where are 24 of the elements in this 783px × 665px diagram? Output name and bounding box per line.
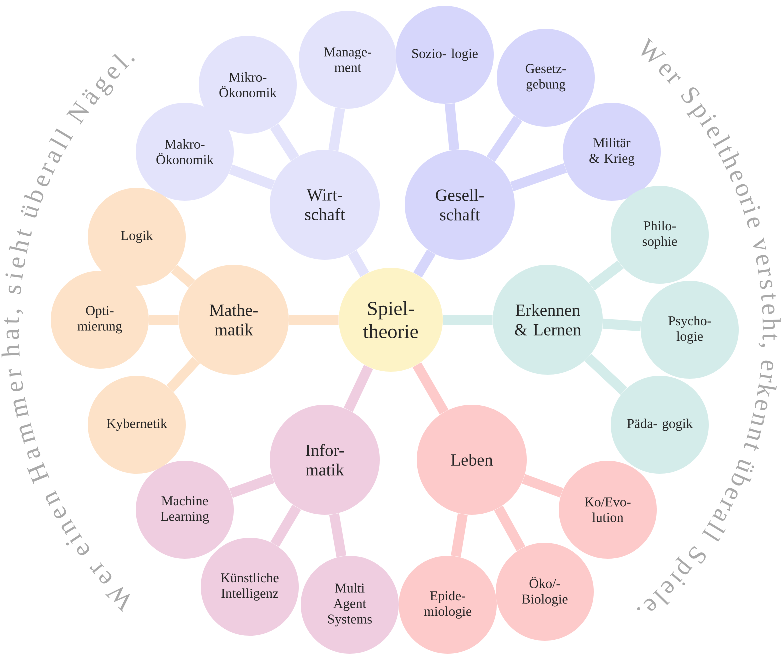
connector — [289, 315, 339, 325]
connector — [229, 164, 276, 190]
connector — [451, 514, 468, 558]
connector — [444, 103, 460, 151]
connector — [414, 250, 436, 278]
connector — [328, 108, 346, 152]
connector — [166, 357, 200, 392]
connector — [270, 504, 302, 548]
connector — [522, 474, 564, 498]
connector — [494, 506, 526, 552]
connector — [443, 315, 493, 325]
connector — [329, 514, 347, 558]
connector — [171, 265, 196, 288]
connector — [412, 362, 449, 415]
connector — [270, 124, 300, 162]
connector — [344, 365, 374, 412]
connector — [348, 250, 370, 278]
connector — [588, 260, 624, 291]
connector — [602, 318, 642, 332]
connector — [486, 116, 523, 162]
connector — [149, 315, 179, 325]
connector — [584, 354, 628, 395]
connector — [230, 474, 275, 498]
connector — [510, 163, 568, 192]
